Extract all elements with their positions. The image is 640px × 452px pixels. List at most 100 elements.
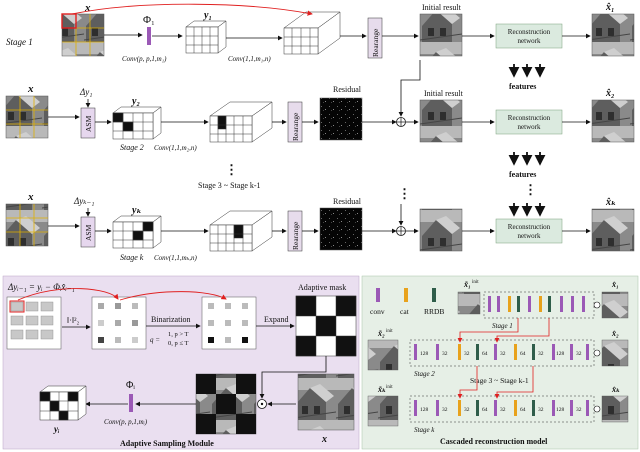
x1-init-sup: init [472,280,479,285]
recon-stage-range: Stage 3 ~ Stage k-1 [470,376,529,385]
xk-init-image [367,395,399,427]
house-image-x-bot [5,203,49,247]
feature-cube-mid [209,101,273,143]
feature-skip-arrows [457,318,550,399]
stage1-layers [488,296,585,312]
rule-line-2: 0, p ≤ T [168,340,188,347]
legend-conv-swatch [376,288,380,302]
xhat2-label: x̂₂ [605,88,615,99]
phi1-label: Φ₁ [143,14,155,26]
residual-label-bot: Residual [333,197,362,206]
selected-block [61,13,77,29]
xhatk-image [591,208,635,252]
ch-32: 32 [538,407,544,413]
ch-32: 32 [442,351,448,357]
conv-11-mkn-label: Conv(1,1,mₖ,n) [154,254,197,262]
legend-conv-label: conv [370,307,385,316]
stage2-label: Stage 2 [120,143,144,152]
xhatk-recon-image [601,395,629,423]
initial-result-image-bot [419,208,463,252]
y1-measurement-cube [185,20,227,54]
conv-11-m2n-label: Conv(1,1,m₂,n) [154,144,197,152]
arrow-prev-result-mid [398,60,421,117]
xhat2-image [591,99,635,143]
stage2-channel-labels: 128 32 32 64 32 64 32 128 32 [420,351,582,357]
conv-pi-label: Conv(p, p,1,mᵢ) [104,418,148,426]
highlighted-block [9,300,25,313]
stagek-channel-labels: 128 32 32 64 32 64 32 128 32 [420,407,582,413]
stage1-row: x Stage 1 Φ₁ Conv(p, p,1,m₁) y₁ Conv(1,1… [6,2,635,91]
delta-yk-label: Δyₖ₋₁ [73,196,94,206]
recon-title: Cascaded reconstruction model [440,437,548,446]
blocks-stack [10,301,54,340]
multiply-dot [260,402,264,406]
delta-y1-label: Δy₁ [79,87,92,97]
phi-i-label: Φᵢ [126,380,135,391]
yk-label: yₖ [131,205,142,216]
masked-house-overlay [196,374,256,434]
stage2-recon-label: Stage 2 [414,370,435,378]
yi-output-cube [39,385,87,421]
conv-11-m1n-label: Conv(1,1,m₁,n) [228,55,271,63]
vertical-dots-right: ⋮ [524,182,537,197]
initial-result-label-top: Initial result [422,3,462,12]
feature-arrows-1 [508,64,546,78]
ch-32: 32 [464,407,470,413]
phi1-conv-bar [147,27,151,45]
recon-sum-1 [593,301,601,309]
conv-p-label: Conv(p, p,1,m₁) [122,55,167,63]
ch-32: 32 [442,407,448,413]
rearrange-label-top: Rearange [371,28,380,57]
feature-cube-bot [209,210,273,252]
xhat2-recon-image [601,339,629,367]
asm-label-bot: ASM [84,224,93,241]
ch-128: 128 [420,351,429,357]
rearrange-box-top [367,17,383,59]
recon-panel: conv cat RRDB x̃₁ init Stage 1 x̂₁ x̃₂ i… [361,275,639,450]
asm-panel: Δyᵢ₋₁ = yᵢ − Φᵢx̂ᵢ₋₁ ‖·‖²₂ Binarization … [2,275,360,450]
features-label-2: features [509,170,536,179]
red-arrow-norm [17,288,119,301]
block-grid-overlay-mid [6,96,48,138]
x1-init-label: x̃₁ [463,280,471,289]
asm-box-bot [80,216,96,248]
asm-x-label: x [321,434,327,445]
recon-sum-k [593,405,601,413]
adaptive-mask [295,295,357,357]
xk-init-label: x̃ₖ [377,385,386,394]
ch-64: 64 [520,351,526,357]
ch-32: 32 [538,351,544,357]
stage2-layers [414,344,589,360]
xhatk-label: x̂ₖ [605,197,616,208]
asm-box-mid [80,107,96,139]
xk-init-sup: init [386,385,393,390]
residual-image-mid [319,97,363,141]
legend-rrdb-swatch [432,288,436,302]
ch-32: 32 [576,407,582,413]
binarization-label: Binarization [151,315,191,324]
x2-init-label: x̃₂ [377,329,385,338]
ch-128: 128 [420,407,429,413]
xhat1-image [591,13,635,57]
x-label-top: x [84,2,91,14]
recon-network-box-1 [495,23,563,49]
recon-network-text-ka: Reconstruction [508,223,551,231]
legend: conv cat RRDB [370,288,444,316]
stage2-row: x Δy₁ ASM y₂ Stage 2 Conv(1,1,m₂,n) [5,60,635,201]
asm-x-house-image [297,373,355,431]
vertical-dots-mid: ⋮ [398,186,411,201]
house-image-x-top [61,13,105,57]
feature-arrows-2 [508,152,546,166]
initial-result-image-mid [419,99,463,143]
ch-64: 64 [520,407,526,413]
xhat1-recon-label: x̂₁ [611,280,619,289]
x-label-bot: x [27,191,34,203]
stagek-layers [414,400,589,416]
ch-64: 64 [482,351,488,357]
rearrange-label-bot: Rearange [291,221,300,250]
ch-32: 32 [464,351,470,357]
initial-result-image-top [419,13,463,57]
asm-formula: Δyᵢ₋₁ = yᵢ − Φᵢx̂ᵢ₋₁ [7,282,75,292]
stage-range-label: Stage 3 ~ Stage k-1 [198,181,261,190]
xhatk-recon-label: x̂ₖ [611,385,620,394]
